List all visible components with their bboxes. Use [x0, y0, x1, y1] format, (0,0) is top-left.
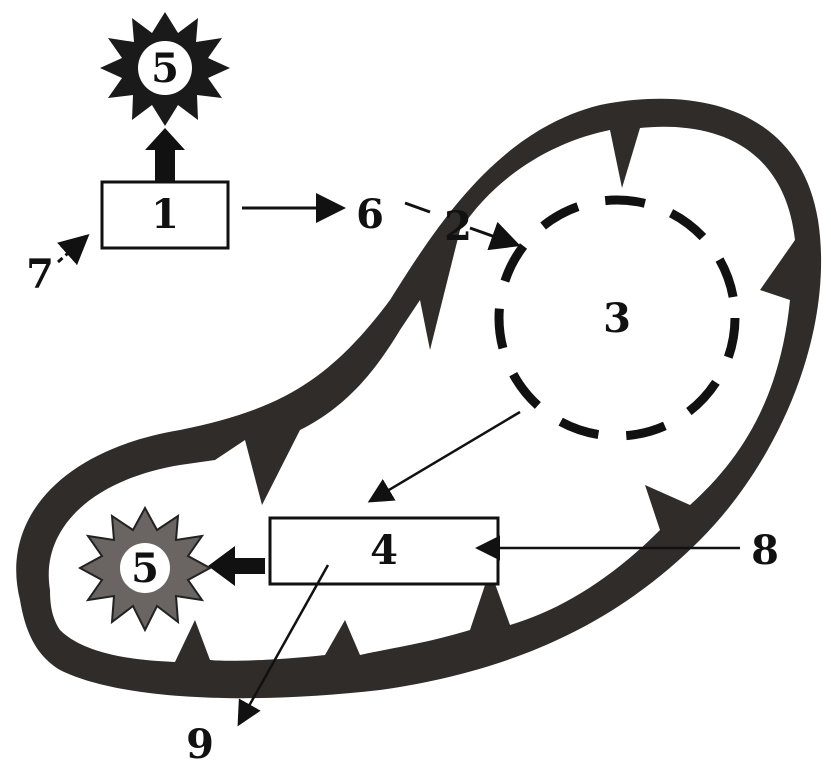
- thick-arrow-left: [208, 546, 265, 586]
- star-inner-center: [120, 543, 170, 593]
- arrow-2: [469, 221, 521, 251]
- inner-matrix: [48, 126, 796, 662]
- arrow-cycle-to-4: [367, 410, 521, 503]
- box-1-label: 1: [151, 191, 179, 238]
- box-1: [100, 180, 230, 250]
- leader-6: [404, 201, 431, 214]
- arrow-9: [237, 564, 330, 727]
- arrow-7: [57, 234, 90, 266]
- box-4-label: 4: [370, 527, 398, 574]
- cycle-ring: [494, 195, 740, 441]
- label-3: 3: [603, 295, 631, 342]
- star-inner-label: 5: [131, 545, 159, 592]
- label-8: 8: [751, 527, 779, 574]
- star-top-center: [138, 41, 192, 95]
- label-2: 2: [444, 203, 472, 250]
- label-6: 6: [356, 191, 384, 238]
- label-9: 9: [186, 721, 214, 768]
- star-top-label: 5: [151, 45, 179, 92]
- label-7: 7: [26, 251, 54, 298]
- thick-arrow-up: [145, 128, 185, 182]
